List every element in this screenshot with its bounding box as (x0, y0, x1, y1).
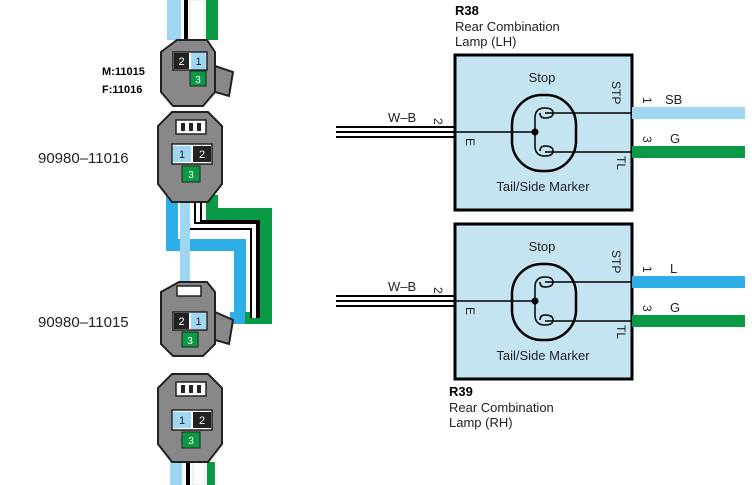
lamp-r39-e-terminal: E (463, 307, 477, 315)
lamp-r39: W–B 2 Stop Tail/Side Marker STP TL E 1 L… (336, 222, 745, 430)
lamp-r39-bulb (510, 262, 578, 342)
wire-bottom-white (192, 461, 206, 485)
lamp-r38-tl-terminal: TL (614, 156, 628, 170)
connector-bottom-pin-1: 1 (179, 415, 185, 427)
wire-mid-black-2 (200, 195, 260, 318)
wire-mid-white (190, 195, 256, 318)
lamp-r38-name-2: Lamp (LH) (455, 34, 516, 49)
connector-top-pin-3: 3 (195, 75, 201, 86)
lamp-r39-tl-pin: 3 (640, 305, 654, 312)
lamp-r39-tl-wire-label: G (670, 300, 680, 315)
lamp-r39-stp-terminal: STP (609, 250, 623, 273)
lamp-r38-e-terminal: E (463, 138, 477, 146)
lamp-r38-stp-terminal: STP (609, 81, 623, 104)
wire-bottom-green (207, 462, 215, 485)
connector-bottom-pin-3: 3 (188, 436, 194, 447)
lamp-r39-name-2: Lamp (RH) (449, 415, 513, 430)
wire-bottom-sky-blue (170, 462, 182, 485)
wire-top-green (206, 0, 218, 40)
connector-female-pin-3: 3 (187, 336, 193, 347)
wire-top-sky-blue (167, 0, 181, 40)
lamp-r38-tail-label: Tail/Side Marker (496, 179, 590, 194)
connector-male-pin-1: 1 (179, 149, 185, 161)
lamp-r38-code: R38 (455, 3, 479, 18)
lamp-r39-stp-wire-label: L (670, 261, 677, 276)
connector-bottom-male: 1 2 3 (157, 373, 223, 463)
harness-wires (166, 0, 272, 485)
lamp-r38-ground-pin: 2 (431, 118, 445, 125)
lamp-r38-stp-wire (632, 107, 745, 119)
connector-female-pin-2: 2 (178, 316, 184, 328)
connector-label-m: M:11015 (102, 66, 145, 78)
lamp-r38-tl-wire-label: G (670, 131, 680, 146)
lamp-r39-stop-label: Stop (529, 239, 556, 254)
lamp-r38-bulb (510, 93, 578, 173)
connector-male-pin-2: 2 (199, 149, 205, 161)
lamp-r39-ground-pin: 2 (431, 287, 445, 294)
lamp-r39-tl-terminal: TL (614, 325, 628, 339)
lamp-r38-stop-label: Stop (529, 70, 556, 85)
connector-male-11016: 1 2 3 (157, 111, 223, 203)
wire-bottom-black (186, 462, 190, 485)
lamp-r39-code: R39 (449, 384, 473, 399)
connector-label-f: F:11016 (102, 84, 142, 96)
lamp-r39-stp-wire (632, 276, 745, 288)
lamp-r38-tl-wire (632, 146, 745, 158)
connector-female-pin-1: 1 (195, 316, 201, 328)
connector-bottom-pin-2: 2 (199, 415, 205, 427)
wire-top-black (184, 0, 188, 40)
connector-top-pin-1: 1 (195, 56, 201, 68)
lamp-r39-ground-wire: W–B (388, 279, 416, 294)
lamp-r38-ground-wire: W–B (388, 110, 416, 125)
connector-male-pin-3: 3 (188, 170, 194, 181)
male-part-number: 90980–11016 (38, 150, 129, 167)
connector-top-female: 1 2 3 (160, 39, 235, 107)
wire-mid-blue (166, 195, 246, 324)
lamp-r38-tl-pin: 3 (640, 136, 654, 143)
female-part-number: 90980–11015 (38, 314, 129, 331)
connector-top-pin-2: 2 (178, 56, 184, 68)
wire-top-white (189, 0, 205, 41)
lamp-r39-tl-wire (632, 315, 745, 327)
lamp-r38-name-1: Rear Combination (455, 19, 560, 34)
connector-female-11015: 2 1 3 (160, 281, 235, 357)
lamp-r38: R38 Rear Combination Lamp (LH) W–B 2 Sto… (336, 3, 745, 212)
lamp-r39-name-1: Rear Combination (449, 400, 554, 415)
lamp-r38-stp-pin: 1 (640, 97, 654, 104)
lamp-r39-tail-label: Tail/Side Marker (496, 348, 590, 363)
lamp-r38-stp-wire-label: SB (665, 92, 682, 107)
lamp-r39-stp-pin: 1 (640, 266, 654, 273)
